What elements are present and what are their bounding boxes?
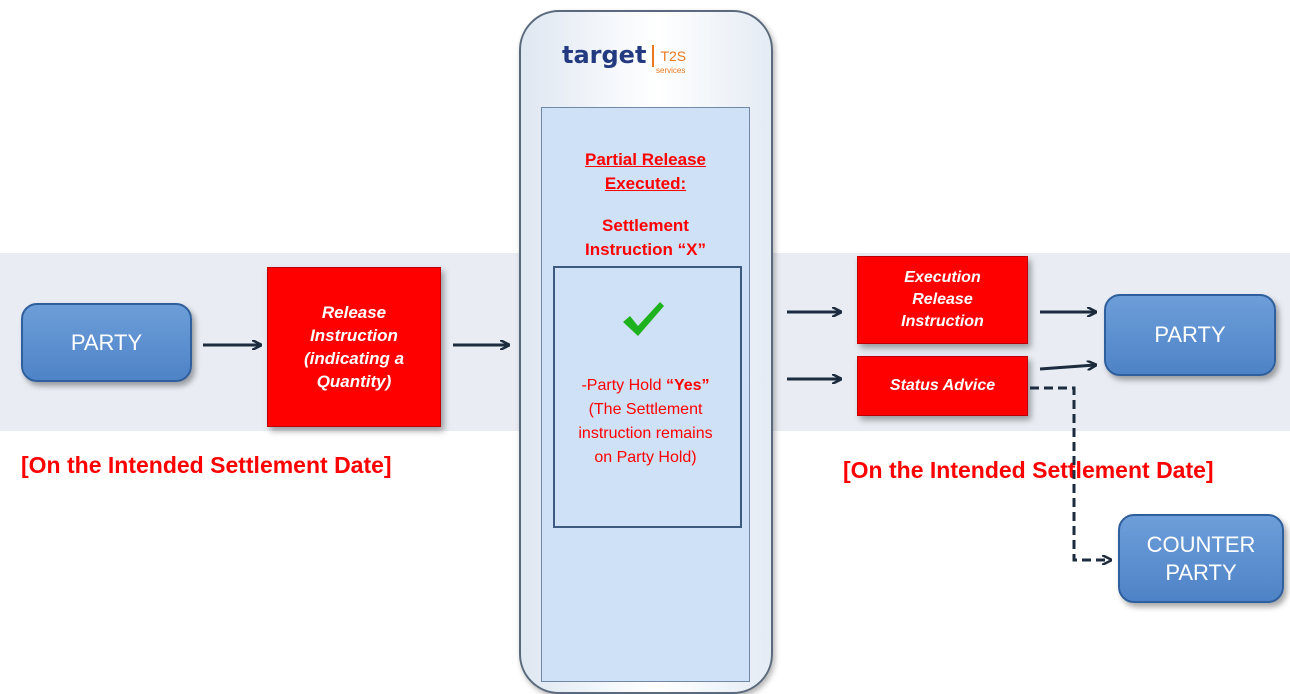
settlement-instruction-line-1: Settlement (602, 216, 689, 235)
release-instruction-line-4: Quantity) (316, 372, 392, 391)
logo-separator (652, 45, 655, 67)
execution-release-line-2: Release (912, 291, 973, 308)
settlement-instruction-line-2: Instruction “X” (585, 240, 706, 259)
execution-release-line-3: Instruction (901, 313, 984, 330)
party-hold-note-2: instruction remains (578, 425, 713, 442)
party-hold-note-1: (The Settlement (588, 401, 703, 418)
logo-word: target (562, 41, 647, 69)
counter-party-line-2: PARTY (1165, 559, 1237, 585)
party-hold-prefix: -Party Hold (581, 377, 666, 394)
execution-release-line-1: Execution (904, 269, 981, 286)
logo-t2s: T2S (660, 48, 687, 64)
status-advice-label: Status Advice (889, 377, 996, 394)
status-advice-box: Status Advice (857, 356, 1028, 416)
settlement-instruction-label: Settlement Instruction “X” (553, 214, 738, 262)
partial-release-line-1: Partial Release (585, 150, 706, 169)
left-date-caption: [On the Intended Settlement Date] (21, 452, 392, 478)
partial-release-heading: Partial Release Executed: (553, 148, 738, 196)
arrow-status-to-counterparty (1030, 386, 1110, 560)
release-instruction-box: Release Instruction (indicating a Quanti… (267, 267, 441, 427)
party-box-right: PARTY (1104, 294, 1276, 376)
party-hold-line: -Party Hold “Yes” (553, 374, 738, 398)
party-label-right: PARTY (1154, 322, 1226, 348)
party-hold-note-3: on Party Hold) (594, 449, 697, 466)
logo-sub: services (656, 66, 686, 75)
release-instruction-line-3: (indicating a (303, 349, 405, 368)
release-instruction-line-2: Instruction (310, 326, 398, 345)
right-date-caption: [On the Intended Settlement Date] (843, 457, 1214, 483)
arrow-status-to-party (1039, 365, 1095, 369)
party-box-left: PARTY (21, 303, 192, 382)
party-hold-value: “Yes” (665, 377, 710, 394)
party-label-left: PARTY (70, 329, 143, 355)
settlement-instruction-box (553, 266, 742, 528)
party-hold-text: -Party Hold “Yes” (The Settlement instru… (553, 374, 738, 470)
check-icon (623, 302, 664, 336)
counter-party-box: COUNTER PARTY (1118, 514, 1284, 603)
execution-release-box: Execution Release Instruction (857, 256, 1028, 344)
partial-release-line-2: Executed: (604, 174, 687, 193)
release-instruction-line-1: Release (321, 303, 387, 322)
target-services-logo: target services T2S (562, 43, 732, 79)
counter-party-line-1: COUNTER (1146, 532, 1256, 557)
